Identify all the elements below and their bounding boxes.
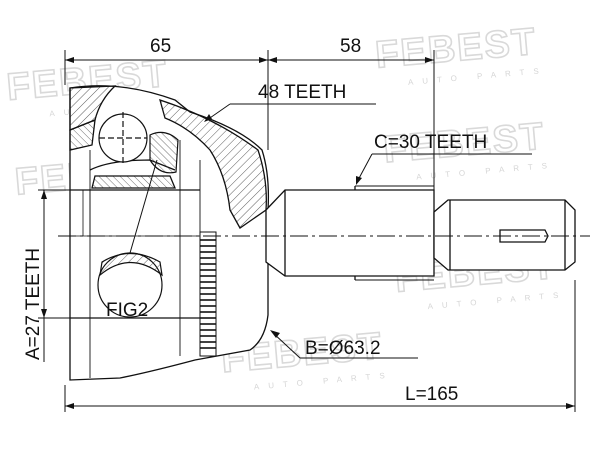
top-dimensions	[64, 50, 435, 190]
shaft	[265, 185, 576, 281]
callout-leaders	[204, 103, 532, 359]
spline-teeth-label: C=30 TEETH	[374, 132, 487, 153]
bottom-dimension	[64, 280, 576, 412]
outer-teeth-label: 48 TEETH	[258, 82, 346, 103]
abs-ring	[199, 231, 217, 357]
ball-detail	[98, 112, 179, 174]
fig2-detail	[97, 159, 163, 318]
dimension-65-label: 65	[150, 36, 171, 57]
outer-housing	[69, 85, 270, 381]
diameter-label: B=Ø63.2	[305, 338, 381, 359]
overall-length-label: L=165	[405, 384, 458, 405]
inner-teeth-label: A=27 TEETH	[23, 248, 44, 360]
fig2-label: FIG2	[106, 300, 148, 321]
dimension-58-label: 58	[340, 36, 361, 57]
